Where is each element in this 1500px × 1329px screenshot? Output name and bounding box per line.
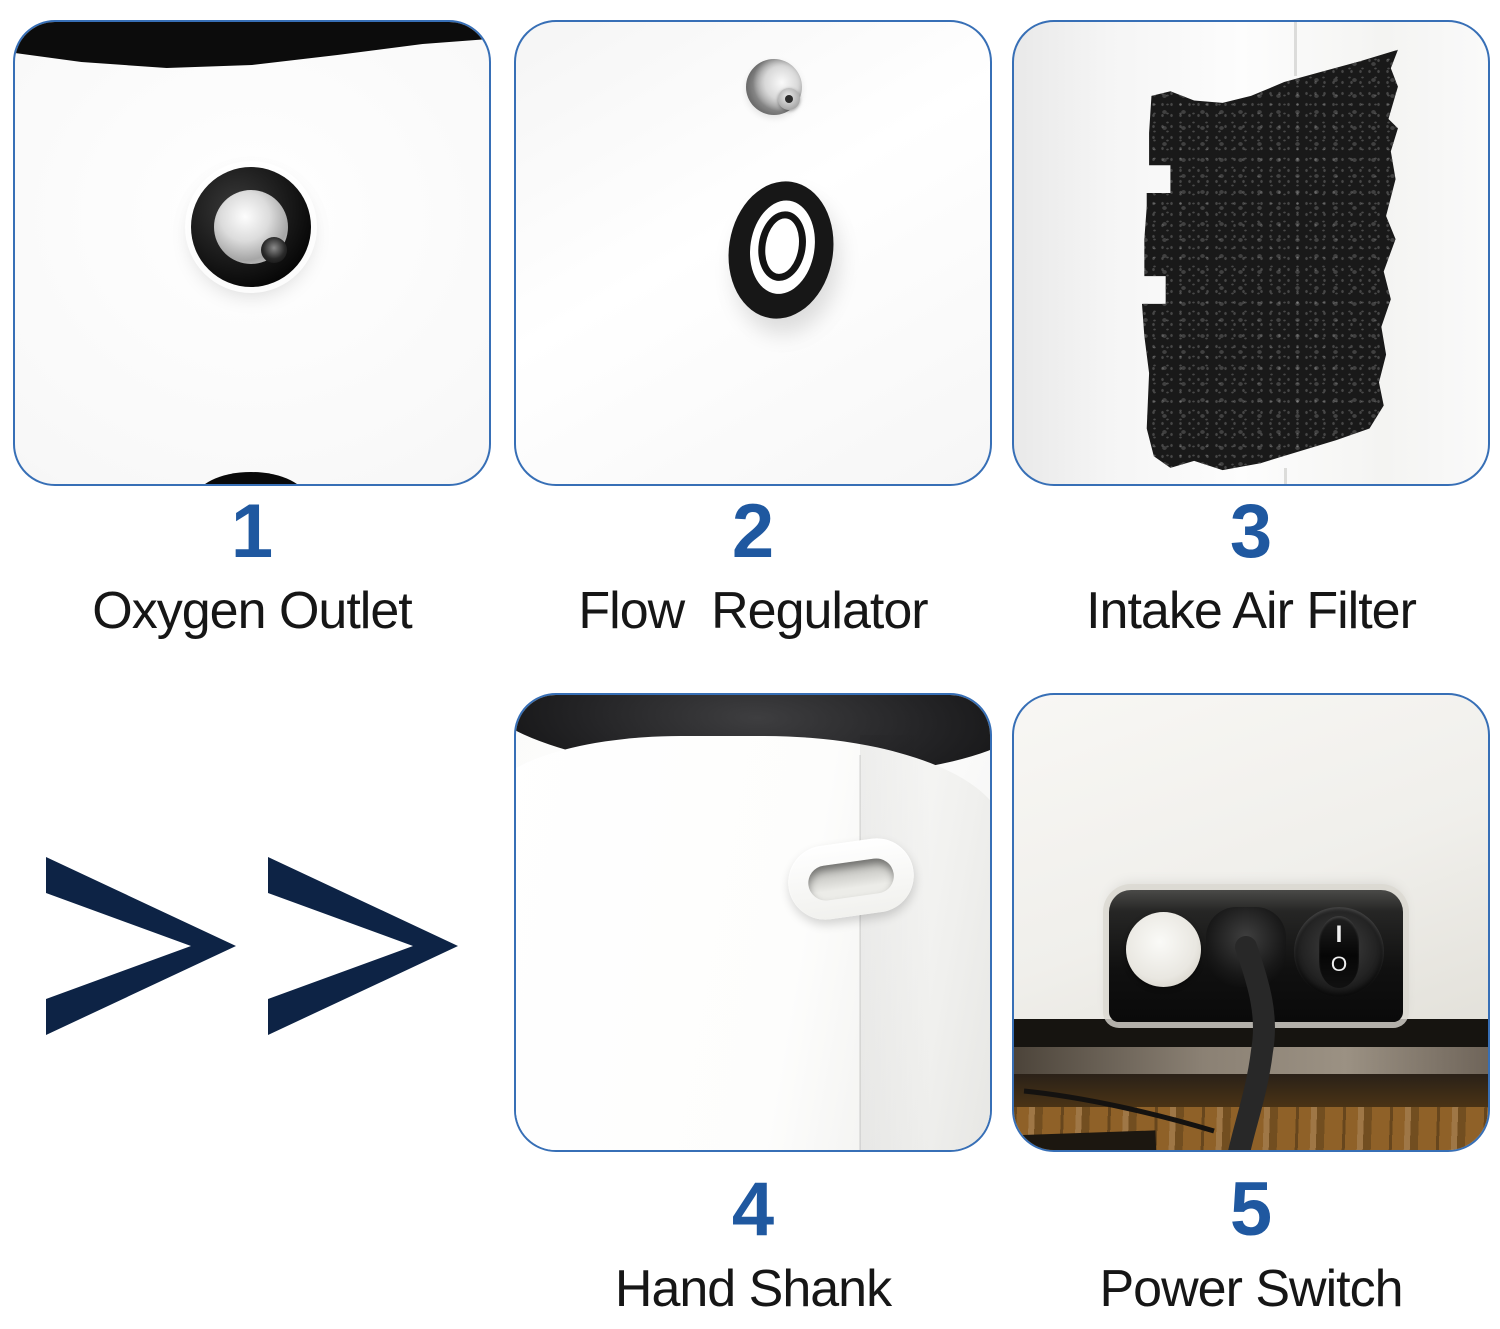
part-cell-oxygen-outlet: 1 Oxygen Outlet — [13, 20, 491, 642]
part-label: Power Switch — [1099, 1260, 1404, 1318]
nozzle-opening — [785, 95, 793, 103]
part-cell-power-switch: I O 5 Power Switch — [1012, 693, 1490, 1320]
photo-intake-air-filter — [1012, 20, 1490, 486]
part-label: Hand Shank — [614, 1260, 892, 1318]
device-body — [516, 735, 990, 1150]
rocker-button: I O — [1319, 916, 1359, 988]
part-number: 5 — [1229, 1167, 1273, 1252]
photo-flow-regulator — [514, 20, 992, 486]
device-bottom-shadow — [1014, 1019, 1488, 1047]
part-cell-intake-air-filter: 3 Intake Air Filter — [1012, 20, 1490, 642]
rocker-on-marking: I — [1335, 921, 1343, 948]
outlet-metal-ring — [214, 190, 288, 264]
part-label: Flow Regulator — [578, 582, 928, 640]
power-rocker-switch: I O — [1294, 907, 1384, 997]
air-filter-foam — [1141, 49, 1398, 471]
knob-inner-ring — [753, 207, 811, 285]
round-white-button — [1126, 912, 1201, 987]
power-cable — [1023, 936, 1275, 1150]
photo-power-switch: I O — [1012, 693, 1490, 1152]
rocker-off-marking: O — [1330, 953, 1348, 976]
part-cell-flow-regulator: 2 Flow Regulator — [514, 20, 992, 642]
part-number: 4 — [731, 1167, 775, 1252]
knob-inner-face — [743, 195, 822, 299]
device-seam-line — [1294, 22, 1297, 76]
part-number: 3 — [1229, 489, 1273, 574]
part-cell-hand-shank: 4 Hand Shank — [514, 693, 992, 1320]
outlet-hole — [261, 237, 287, 263]
body-seam-line — [859, 755, 861, 1150]
part-number: 1 — [230, 489, 274, 574]
device-top-edge — [15, 22, 489, 68]
photo-hand-shank — [514, 693, 992, 1152]
part-label: Oxygen Outlet — [92, 582, 412, 640]
flow-regulator-knob — [718, 173, 844, 327]
oxygen-outlet-fitting — [191, 167, 311, 287]
device-seam-line — [1284, 468, 1287, 484]
body-side-shading — [860, 735, 970, 1150]
handle-grip-slot — [806, 856, 897, 903]
photo-oxygen-outlet — [13, 20, 491, 486]
device-bottom-port — [195, 472, 307, 484]
double-chevron-right-icon — [13, 693, 491, 1152]
part-number: 2 — [731, 489, 775, 574]
part-label: Intake Air Filter — [1086, 582, 1417, 640]
double-chevron-right-icon — [46, 857, 458, 1035]
